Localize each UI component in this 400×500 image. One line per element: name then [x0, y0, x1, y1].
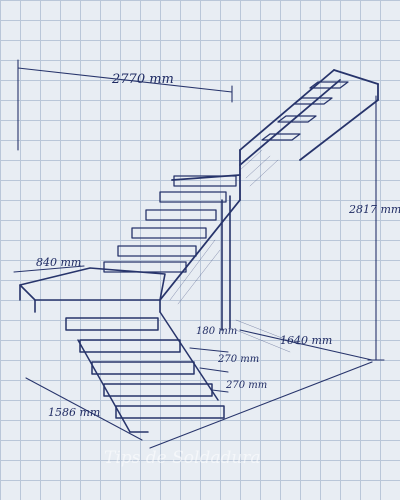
top-rail: [333, 69, 379, 85]
tread-1-label: 270 mm: [218, 354, 260, 365]
tread-2-label: 270 mm: [226, 380, 268, 391]
top-length-label: 2770 mm: [112, 72, 174, 87]
lower-run-dimension-line: [239, 329, 373, 361]
tread-1-leader: [199, 367, 229, 373]
riser-label: 180 mm: [196, 326, 238, 337]
floor-line: [149, 361, 373, 449]
lower-flight: [65, 311, 225, 433]
lower-run-label: 1640 mm: [280, 334, 333, 347]
middle-tread: [159, 191, 227, 203]
lower-tread: [65, 317, 159, 331]
upper-tread: [309, 81, 349, 89]
landing-platform: [19, 267, 166, 301]
tread-2-leader: [211, 389, 229, 393]
upper-flight: [159, 69, 379, 301]
middle-tread: [117, 245, 197, 257]
upper-outer-stringer: [299, 99, 379, 161]
lower-width-dimension-line: [25, 377, 143, 441]
lower-width-label: 1586 mm: [48, 406, 101, 419]
upper-tread: [277, 115, 317, 123]
shading-hatch: [169, 149, 301, 353]
height-label: 2817 mm: [349, 203, 400, 216]
riser-leader: [189, 347, 229, 353]
landing: [19, 195, 231, 331]
upper-handrail: [239, 69, 335, 151]
upper-tread: [293, 97, 333, 105]
upper-treads: [103, 81, 349, 273]
landing-dimension-line: [13, 265, 85, 273]
middle-tread: [145, 209, 217, 221]
middle-tread: [173, 175, 237, 187]
upper-inner-stringer: [159, 199, 241, 301]
lower-tread: [115, 405, 225, 419]
lower-tread: [79, 339, 181, 353]
landing-width-label: 840 mm: [36, 256, 82, 269]
lower-tread: [103, 383, 213, 397]
lower-inner-stringer: [159, 311, 219, 401]
watermark-text: Tips de Soldadura: [104, 448, 261, 468]
upper-tread: [261, 133, 301, 141]
middle-tread: [131, 227, 207, 239]
dimension-lines: [13, 59, 385, 449]
lower-tread: [91, 361, 195, 375]
top-dimension-line: [17, 67, 233, 93]
